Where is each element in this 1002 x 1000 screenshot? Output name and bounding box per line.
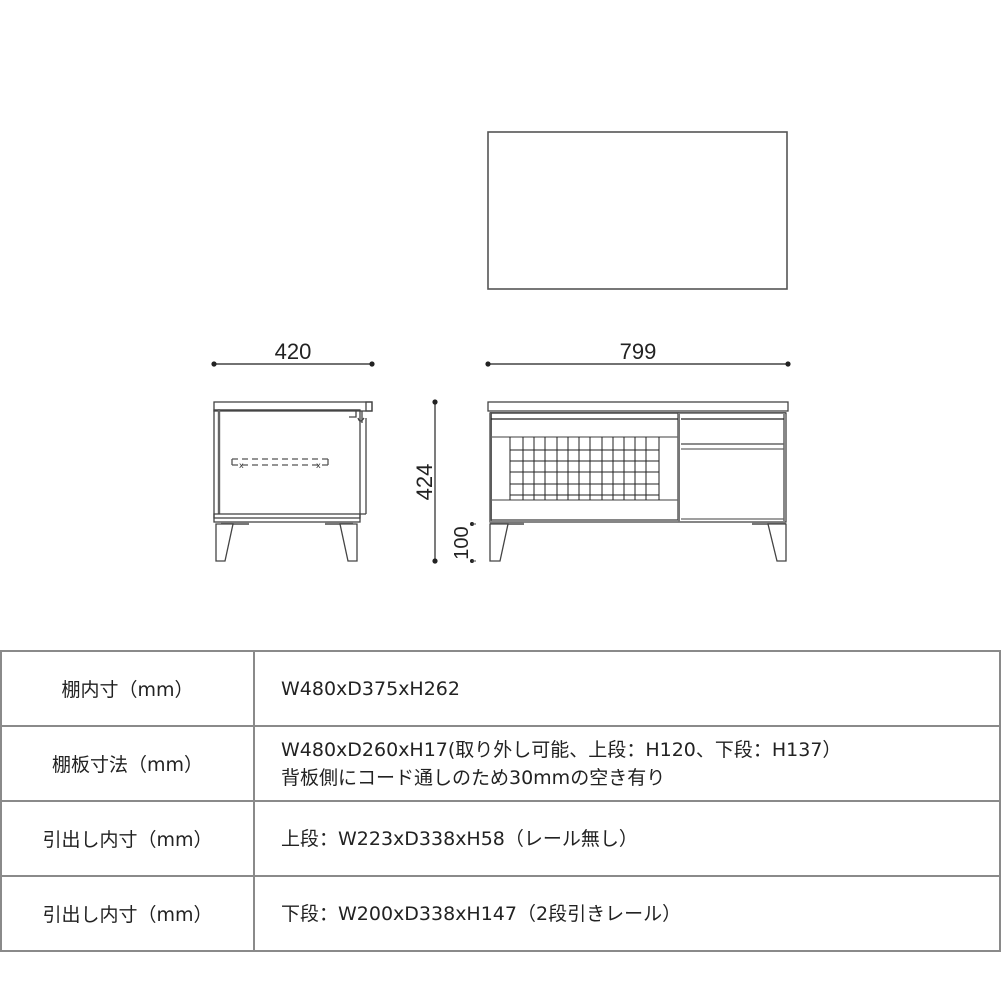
spec-table: 棚内寸（mm） W480xD375xH262 棚板寸法（mm） W480xD26… (0, 650, 1001, 952)
row-label: 引出し内寸（mm） (0, 800, 255, 877)
value-line: 下段：W200xD338xH147（2段引きレール） (281, 902, 682, 925)
table-row: 棚板寸法（mm） W480xD260xH17(取り外し可能、上段：H120、下段… (0, 725, 1001, 802)
dimension-drawing: 420 x x 799 (211, 131, 791, 564)
leg-height-label: 100 (451, 526, 473, 559)
value-line: 上段：W223xD338xH58（レール無し） (281, 827, 638, 850)
value-line: W480xD375xH262 (281, 677, 460, 700)
mesh-grid (509, 437, 660, 500)
table-row: 引出し内寸（mm） 上段：W223xD338xH58（レール無し） (0, 800, 1001, 877)
front-height-label: 424 (412, 464, 437, 501)
table-row: 引出し内寸（mm） 下段：W200xD338xH147（2段引きレール） (0, 875, 1001, 952)
svg-text:x: x (316, 461, 321, 470)
row-label: 引出し内寸（mm） (0, 875, 255, 952)
row-label: 棚内寸（mm） (0, 650, 255, 727)
table-row: 棚内寸（mm） W480xD375xH262 (0, 650, 1001, 727)
row-value: W480xD260xH17(取り外し可能、上段：H120、下段：H137） 背板… (253, 725, 1001, 802)
value-line: 背板側にコード通しのため30mmの空き有り (281, 766, 666, 789)
svg-text:x: x (239, 461, 244, 470)
side-view: x x (213, 401, 373, 562)
leg-height-dimension: 100 (451, 522, 476, 563)
value-line: W480xD260xH17(取り外し可能、上段：H120、下段：H137） (281, 738, 842, 761)
row-label: 棚板寸法（mm） (0, 725, 255, 802)
row-value: W480xD375xH262 (253, 650, 1001, 727)
front-width-dimension: 799 (485, 339, 791, 367)
top-view (487, 131, 788, 290)
side-width-dimension: 420 (211, 339, 375, 367)
side-width-label: 420 (275, 339, 312, 364)
front-width-label: 799 (620, 339, 657, 364)
row-value: 下段：W200xD338xH147（2段引きレール） (253, 875, 1001, 952)
row-value: 上段：W223xD338xH58（レール無し） (253, 800, 1001, 877)
front-view (487, 401, 789, 562)
front-height-dimension: 424 (412, 399, 438, 564)
